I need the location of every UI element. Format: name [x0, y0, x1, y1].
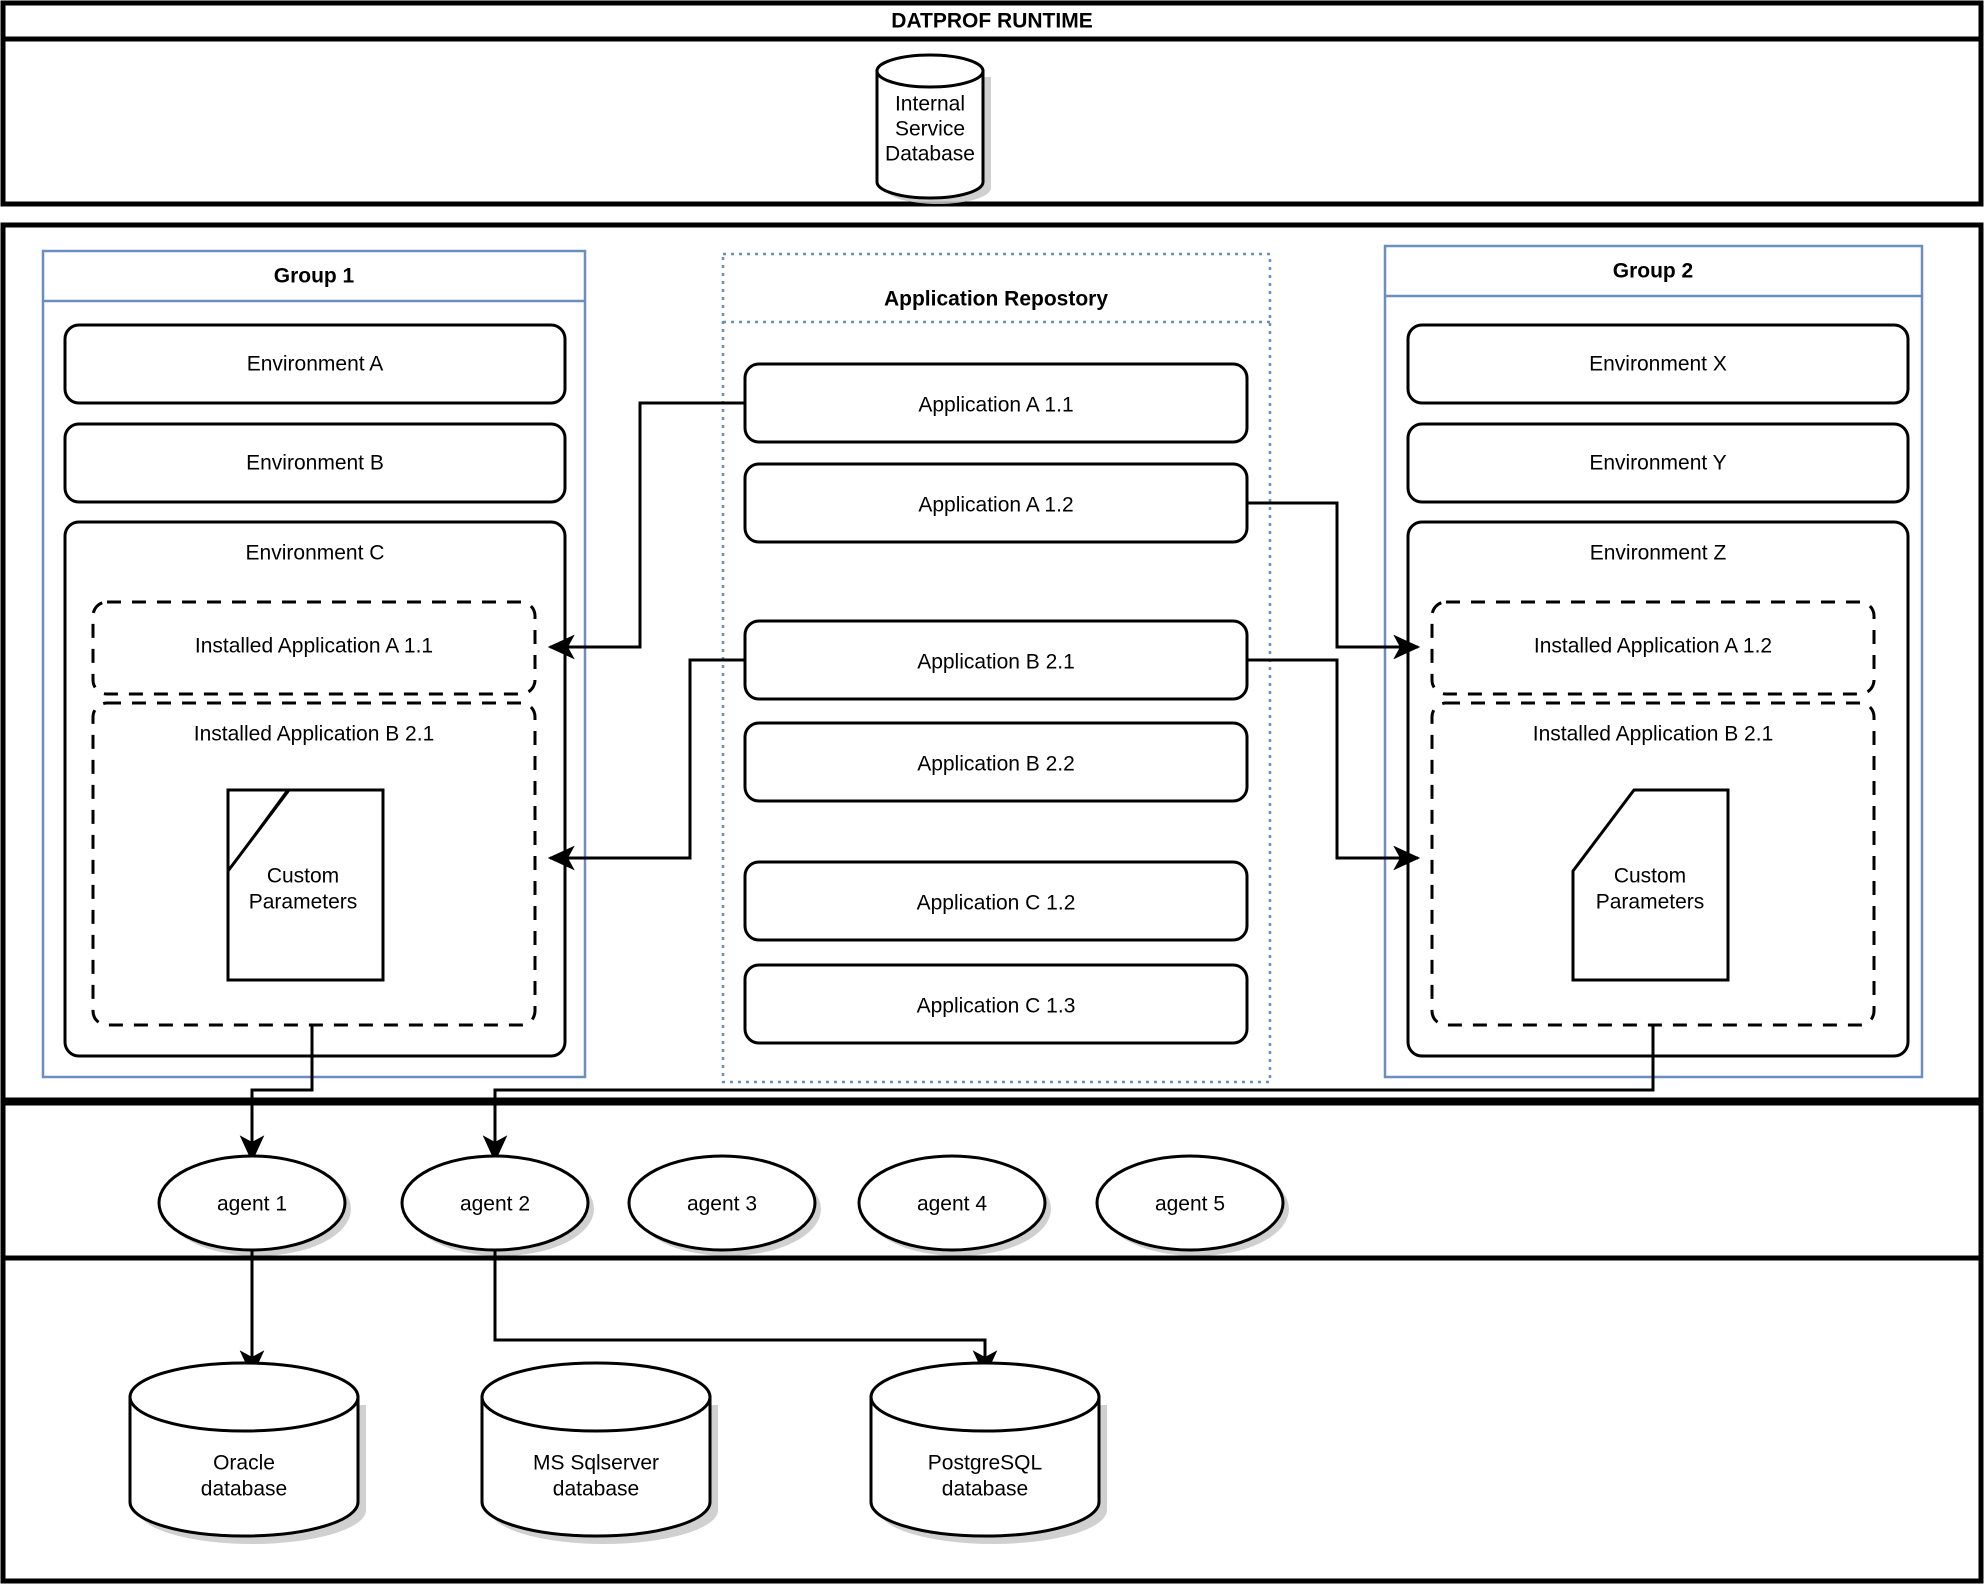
installed-application-a-1-2[interactable]: Installed Application A 1.2: [1430, 600, 1876, 696]
internal-db-line-3: Database: [885, 143, 975, 166]
database-cylinder-icon: [480, 1395, 712, 1538]
custom-parameters-g2-line-1: Custom: [1614, 865, 1686, 888]
application-a-1-1-label: Application A 1.1: [918, 394, 1073, 417]
custom-parameters-line-2: Parameters: [249, 891, 358, 914]
document-note-outline: [226, 788, 385, 982]
ms-sqlserver-database[interactable]: MS Sqlserver database: [480, 1361, 718, 1544]
application-b-2-1-label: Application B 2.1: [917, 651, 1075, 674]
environment-x-box: [1406, 323, 1910, 405]
ms-sqlserver-database-line-2: database: [553, 1478, 639, 1501]
installed-application-b-2-1-label: Installed Application B 2.1: [194, 723, 435, 746]
group-2-title: Group 2: [1613, 260, 1694, 283]
installed-application-a-1-1-label: Installed Application A 1.1: [195, 635, 433, 658]
environment-b-label: Environment B: [246, 452, 384, 475]
connector-app-a-1-2-to-installed-a-1-2: [1247, 501, 1421, 660]
connector-app-b-2-1-to-installed-b-2-1: [547, 658, 745, 871]
database-cylinder-icon: [875, 69, 985, 200]
environment-c-label: Environment C: [246, 542, 385, 565]
application-c-1-3-box: [743, 963, 1249, 1045]
environment-b-box: [63, 422, 567, 504]
environment-b[interactable]: Environment B: [63, 422, 567, 504]
postgresql-database-line-1: PostgreSQL: [928, 1452, 1042, 1475]
oracle-database-line-1: Oracle: [213, 1452, 275, 1475]
agent-3-ellipse: [627, 1154, 817, 1252]
installed-application-b-2-1-g2-label: Installed Application B 2.1: [1533, 723, 1774, 746]
environment-a-label: Environment A: [247, 353, 384, 376]
agent-2-label: agent 2: [460, 1193, 530, 1216]
custom-parameters-group-1[interactable]: Custom Parameters: [226, 788, 385, 982]
document-note-icon: [1571, 788, 1730, 982]
environment-a[interactable]: Environment A: [63, 323, 567, 405]
installed-application-a-1-2-label: Installed Application A 1.2: [1534, 635, 1772, 658]
installed-application-a-1-1[interactable]: Installed Application A 1.1: [91, 600, 537, 696]
agent-5-label: agent 5: [1155, 1193, 1225, 1216]
internal-db-line-2: Service: [895, 118, 965, 141]
agent-5-ellipse: [1095, 1154, 1285, 1252]
application-c-1-2-label: Application C 1.2: [917, 892, 1076, 915]
environment-a-box: [63, 323, 567, 405]
agent-4-label: agent 4: [917, 1193, 987, 1216]
environment-x[interactable]: Environment X: [1406, 323, 1910, 405]
connector-agent-2-to-postgresql: [493, 1250, 998, 1378]
connector-group-2-to-agent-2: [482, 1025, 1655, 1163]
environment-y[interactable]: Environment Y: [1406, 422, 1910, 504]
ms-sqlserver-database-line-1: MS Sqlserver: [533, 1452, 659, 1475]
agent-4-ellipse: [857, 1154, 1047, 1252]
postgresql-database-line-2: database: [942, 1478, 1028, 1501]
application-b-2-2[interactable]: Application B 2.2: [743, 721, 1249, 803]
internal-service-band: [0, 36, 1984, 207]
oracle-cylinder-top-ellipse: [128, 1361, 360, 1433]
application-b-2-2-label: Application B 2.2: [917, 753, 1075, 776]
application-b-2-2-box: [743, 721, 1249, 803]
page-title: DATPROF RUNTIME: [891, 10, 1092, 33]
agent-3[interactable]: agent 3: [627, 1154, 821, 1256]
application-c-1-2-box: [743, 860, 1249, 942]
agent-5[interactable]: agent 5: [1095, 1154, 1289, 1256]
database-cylinder-icon: [869, 1395, 1101, 1538]
application-c-1-3[interactable]: Application C 1.3: [743, 963, 1249, 1045]
connector-app-b-2-1-to-installed-b-2-1-g2: [1247, 658, 1421, 871]
internal-db-line-1: Internal: [895, 93, 965, 116]
environment-y-box: [1406, 422, 1910, 504]
agent-3-label: agent 3: [687, 1193, 757, 1216]
application-c-1-3-label: Application C 1.3: [917, 995, 1076, 1018]
custom-parameters-group-2[interactable]: Custom Parameters: [1571, 788, 1730, 982]
application-a-1-2[interactable]: Application A 1.2: [743, 462, 1249, 544]
environment-x-label: Environment X: [1589, 353, 1727, 376]
cylinder-top-ellipse: [875, 53, 985, 89]
agent-1-label: agent 1: [217, 1193, 287, 1216]
custom-parameters-line-1: Custom: [267, 865, 339, 888]
connector-app-a-1-1-to-installed-a-1-1: [547, 401, 745, 660]
installed-application-a-1-1-box: [91, 600, 537, 696]
postgresql-cylinder-top-ellipse: [869, 1361, 1101, 1433]
oracle-database[interactable]: Oracle database: [128, 1361, 366, 1544]
internal-service-database[interactable]: Internal Service Database: [875, 53, 991, 204]
agent-1[interactable]: agent 1: [157, 1154, 351, 1256]
custom-parameters-g2-line-2: Parameters: [1596, 891, 1705, 914]
group-1-title: Group 1: [274, 265, 355, 288]
sqlserver-cylinder-top-ellipse: [480, 1361, 712, 1433]
postgresql-database[interactable]: PostgreSQL database: [869, 1361, 1107, 1544]
installed-application-a-1-2-box: [1430, 600, 1876, 696]
application-c-1-2[interactable]: Application C 1.2: [743, 860, 1249, 942]
application-repository-title: Application Repostory: [884, 288, 1108, 311]
application-a-1-1[interactable]: Application A 1.1: [743, 362, 1249, 444]
application-a-1-2-label: Application A 1.2: [918, 494, 1073, 517]
connector-group-1-to-agent-1: [239, 1025, 314, 1163]
database-cylinder-icon: [128, 1395, 360, 1538]
environment-y-label: Environment Y: [1589, 452, 1726, 475]
application-b-2-1[interactable]: Application B 2.1: [743, 619, 1249, 701]
environment-z-label: Environment Z: [1590, 542, 1727, 565]
agent-4[interactable]: agent 4: [857, 1154, 1051, 1256]
oracle-database-line-2: database: [201, 1478, 287, 1501]
